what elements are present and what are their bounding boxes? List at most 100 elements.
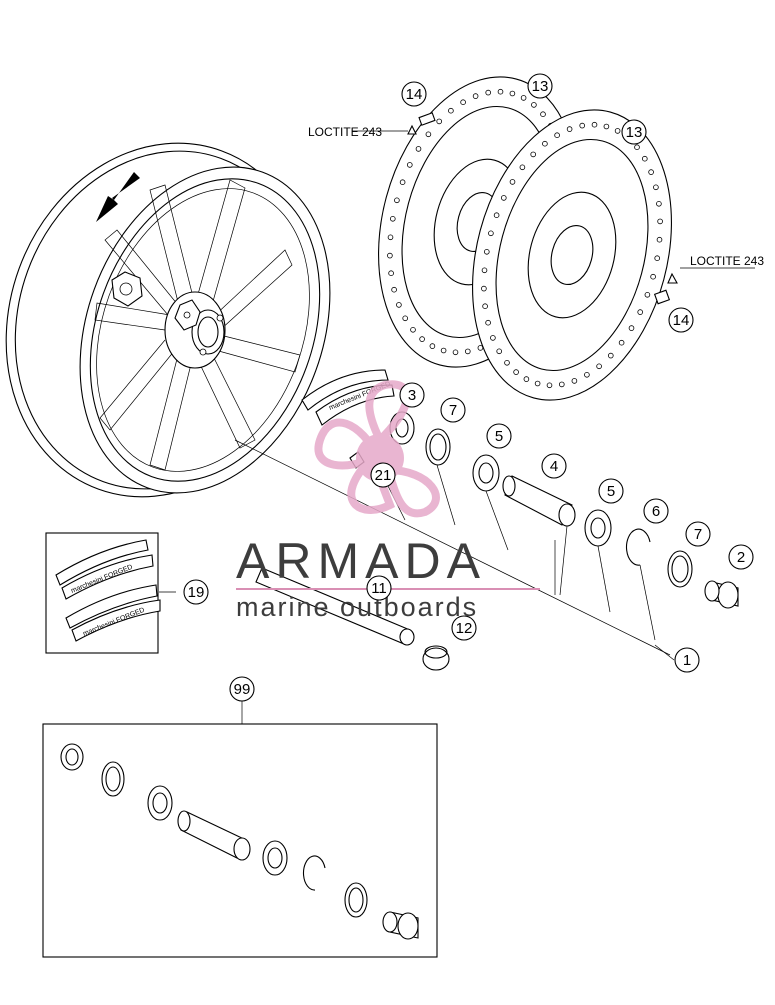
disc-vent-hole [603, 123, 610, 130]
callout-14-right: 14 [668, 307, 694, 333]
kit-parts [60, 743, 419, 940]
svg-text:3: 3 [408, 387, 416, 404]
disc-bolt-top [407, 112, 436, 135]
disc-vent-hole [554, 132, 560, 139]
disc-bolt-right [653, 272, 678, 305]
disc-vent-hole [504, 359, 510, 366]
part-12-nut [422, 645, 450, 671]
disc-vent-hole [657, 218, 663, 225]
disc-vent-hole [429, 343, 436, 349]
disc-vent-hole [634, 144, 640, 151]
svg-text:1: 1 [683, 652, 691, 669]
axle-axis-line [234, 439, 671, 656]
disc-vent-hole [546, 382, 553, 389]
callout-1: 1 [674, 647, 700, 673]
svg-text:2: 2 [737, 549, 745, 566]
disc-vent-hole [406, 162, 413, 168]
callout-5-right: 5 [598, 478, 624, 504]
disc-vent-hole [509, 90, 516, 97]
disc-vent-hole [579, 122, 585, 129]
part-5-bearing-right [584, 509, 612, 547]
disc-vent-hole [540, 111, 546, 117]
svg-text:13: 13 [532, 78, 549, 95]
svg-text:99: 99 [234, 681, 251, 698]
disc-vent-hole [440, 347, 447, 354]
disc-vent-hole [656, 201, 662, 207]
disc-vent-hole [388, 270, 394, 277]
disc-vent-hole [496, 348, 503, 355]
disc-vent-hole [482, 303, 488, 310]
disc-vent-hole [481, 285, 487, 292]
callout-11: 11 [366, 575, 392, 601]
callout-5-left: 5 [486, 423, 512, 449]
part-11-axle [255, 567, 415, 646]
disc-vent-hole [391, 286, 397, 293]
disc-vent-hole [452, 349, 459, 356]
disc-vent-hole [399, 179, 406, 186]
disc-vent-hole [497, 88, 504, 95]
callout-4: 4 [541, 453, 567, 479]
disc-vent-hole [500, 195, 507, 201]
disc-vent-hole [460, 99, 466, 105]
svg-text:11: 11 [371, 580, 387, 597]
disc-vent-hole [653, 184, 659, 191]
disc-vent-hole [485, 89, 492, 96]
disc-vent-hole [472, 93, 479, 99]
disc-vent-hole [396, 302, 402, 308]
svg-text:14: 14 [406, 86, 423, 103]
callout-7-left: 7 [440, 397, 466, 423]
part-6-circlip [625, 528, 651, 566]
callout-13-mid: 13 [621, 119, 647, 145]
disc-vent-hole [523, 376, 530, 382]
svg-text:21: 21 [375, 467, 392, 484]
disc-vent-hole [389, 216, 396, 222]
disc-vent-hole [628, 325, 635, 331]
disc-vent-hole [513, 369, 519, 375]
part-5-bearing-left [472, 454, 500, 492]
disc-vent-hole [614, 128, 621, 134]
disc-vent-hole [650, 273, 656, 280]
disc-vent-hole [618, 339, 625, 346]
disc-vent-hole [402, 315, 409, 322]
disc-vent-hole [534, 380, 541, 387]
callout-99: 99 [229, 676, 255, 702]
brand-decal-wheel: marchesini FORGED [301, 369, 395, 426]
callout-14-top: 14 [401, 81, 427, 107]
disc-vent-hole [485, 319, 491, 326]
svg-text:4: 4 [550, 458, 558, 475]
disc-vent-hole [488, 230, 494, 237]
svg-text:14: 14 [673, 312, 690, 329]
part-2-bushing [704, 580, 739, 609]
brand-decal-box-2: marchesini FORGED [65, 584, 161, 642]
disc-vent-hole [410, 326, 416, 333]
disc-vent-hole [566, 126, 573, 132]
disc-vent-hole [448, 107, 454, 114]
disc-vent-hole [477, 345, 484, 351]
callout-6: 6 [643, 498, 669, 524]
disc-vent-hole [648, 169, 654, 175]
svg-text:6: 6 [652, 503, 660, 520]
svg-text:7: 7 [694, 526, 702, 543]
disc-vent-hole [637, 309, 643, 315]
leader-lines [159, 464, 675, 724]
disc-vent-hole [530, 151, 536, 158]
callout-12: 12 [451, 615, 477, 641]
disc-vent-hole [387, 252, 393, 259]
disc-vent-hole [571, 378, 578, 384]
callout-13-top: 13 [527, 73, 553, 99]
disc-vent-hole [483, 249, 490, 255]
callout-19: 19 [183, 579, 209, 605]
callout-21: 21 [370, 462, 396, 488]
part-4-spacer [502, 475, 576, 527]
watermark-logo [314, 380, 440, 518]
callout-3: 3 [399, 382, 425, 408]
disc-vent-hole [490, 335, 496, 341]
disc-vent-hole [654, 255, 660, 262]
loctite-label-top: LOCTITE 243 [308, 125, 382, 139]
loctite-label-right: LOCTITE 243 [690, 254, 764, 268]
disc-vent-hole [387, 234, 394, 241]
svg-text:5: 5 [607, 483, 615, 500]
disc-vent-hole [519, 164, 526, 171]
disc-vent-hole [656, 236, 663, 243]
